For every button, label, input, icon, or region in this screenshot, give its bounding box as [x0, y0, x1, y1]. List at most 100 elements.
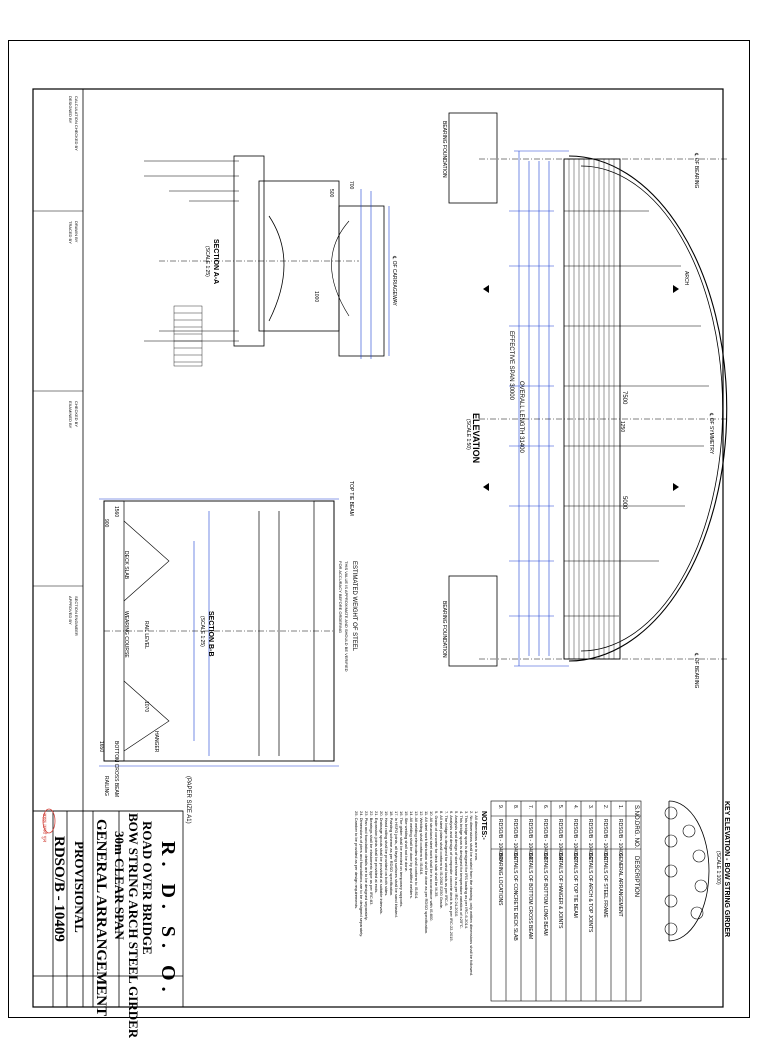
note-item: 2. No dimensions shall be scaled from th…	[469, 811, 474, 976]
signature-name: EXAMINED BY	[68, 401, 73, 429]
elevation-view	[448, 112, 729, 667]
label-dim-7500: 7500	[621, 391, 627, 405]
section-aa-scale: (SCALE 1:25)	[204, 246, 210, 277]
drawing-list-header-description: DESCRIPTION	[633, 856, 639, 898]
note-item: 24. Dimensions of piers and foundations …	[359, 811, 364, 938]
label-cl-bearing-bottom: ℄ OF BEARING	[693, 653, 699, 689]
drawing-list-row-drg: RDSO/B - 10409	[617, 819, 623, 857]
label-cl-carriageway: ℄ OF CARRIAGEWAY	[391, 256, 397, 306]
drawing-list-row: 7.	[527, 805, 533, 810]
key-elevation-scale: (SCALE 1:100)	[715, 851, 721, 885]
drawing-list-row-desc: GENERAL ARRANGEMENT	[617, 853, 623, 917]
drawing-sheet: ELEVATION (SCALE 1:50) SECTION A-A (SCAL…	[8, 40, 750, 1038]
left-abutment-bottom	[448, 575, 498, 667]
label-top-tie-beam: TOP TIE BEAM	[348, 481, 354, 516]
signature-role: SECTION ENGINEER	[74, 596, 79, 636]
label-railing: RAILING	[103, 776, 109, 797]
drawing-list-row: 6.	[542, 805, 548, 810]
drawing-list-row-desc: DETAILS OF STEEL FRAME	[602, 853, 608, 918]
section-bb-title: SECTION B-B	[207, 611, 214, 657]
elevation-scale: (SCALE 1:50)	[465, 419, 471, 450]
section-bb-scale: (SCALE 1:25)	[199, 616, 205, 647]
note-item: 1. All dimensions are in mm.	[474, 811, 479, 862]
section-aa-title: SECTION A-A	[212, 239, 219, 285]
drawing-canvas	[32, 88, 729, 1008]
arch-outer	[568, 155, 728, 662]
drawing-title: GENERAL ARRANGEMENT	[93, 819, 109, 1017]
drawing-list-row-desc: DETAILS OF HANGER & JOINTS	[557, 853, 563, 929]
label-dim-1250: 1250	[619, 421, 625, 433]
label-dim-1650: 1650	[98, 741, 104, 753]
drawing-list-row: 4.	[572, 805, 578, 810]
drawing-number: RDSO/B - 10409	[51, 836, 67, 942]
org-name: R. D. S. O.	[157, 841, 179, 998]
drawing-list-row-desc: DETAILS OF CONCRETE DECK SLAB	[512, 853, 518, 941]
deck-girder	[563, 158, 621, 660]
left-abutment-top	[448, 112, 498, 204]
label-bottom-cross-beam: BOTTOM CROSS BEAM	[113, 741, 119, 798]
drawing-list-row-desc: DETAILS OF TOP TIE BEAM	[572, 853, 578, 918]
note-item: 22. Bearings shall be elastomeric type a…	[369, 811, 374, 906]
hangers	[564, 210, 709, 617]
drawing-list-row-desc: DETAILS OF ARCH & TOP JOINTS	[587, 853, 593, 933]
note-item: 13. All welding electrodes shall conform…	[414, 811, 419, 900]
signature-name: APPROVED BY	[68, 596, 73, 625]
drawing-list-table	[490, 800, 642, 1002]
note-item: 6. Analysis and design of composite conc…	[449, 811, 454, 942]
note-item: 19. Hand railing shall be provided on bo…	[384, 811, 389, 897]
note-item: 10. All structural steel work shall be i…	[429, 811, 434, 922]
label-dim-1070: 1070	[143, 701, 149, 713]
drawing-list-row-desc: DETAILS OF BOTTOM CROSS BEAM	[527, 853, 533, 940]
label-dim-1560: 1560	[113, 506, 119, 518]
elevation-title: ELEVATION	[471, 413, 481, 464]
signature-name: TRACED BY	[68, 221, 73, 244]
aa-top-frame	[338, 205, 385, 357]
label-deck-slab: DECK SLAB	[123, 551, 129, 580]
note-item: 3. This bridge span is designed for IRS …	[464, 811, 469, 929]
note-item: 23. Plan and foundation details are to b…	[364, 811, 369, 921]
drawing-list-row: 9.	[497, 805, 503, 810]
note-item: 17. In HSFG joints, all faying surfaces …	[394, 811, 399, 918]
steel-weight-note1: THIS VALUE IS APPROXIMATE AND SHOULD BE …	[344, 561, 349, 672]
label-dim-500: 500	[328, 189, 334, 198]
note-item: 16. The girder shall be erected on tempo…	[399, 811, 404, 908]
drawing-list-row-desc: BEARING LOCATIONS	[497, 853, 503, 906]
title-line-3: 30m CLEAR SPAN	[112, 831, 127, 940]
note-item: 20. Drainage spouts shall be provided at…	[379, 811, 384, 915]
title-line-2: BOW STRING ARCH STEEL GIRDER	[126, 813, 141, 1038]
stamp-text: सड़क ऊपरी पुल	[41, 813, 47, 843]
label-cl-symmetry: ℄ OF SYMMETRY	[708, 413, 714, 455]
key-nodes	[664, 806, 708, 936]
drawing-border	[32, 88, 724, 1008]
note-item: 15. Site welding shall not be done.	[404, 811, 409, 872]
stamp	[42, 808, 56, 834]
drawing-list-row: 2.	[602, 805, 608, 810]
note-item: 14. All welding shall be done by qualifi…	[409, 811, 414, 899]
label-wearing-course: WEARING COURSE	[123, 611, 129, 658]
label-overall-length: OVERALL LENGTH 31400	[518, 381, 524, 453]
label-rail-level: RAIL LEVEL	[143, 621, 149, 649]
label-bearing-foundation-top: BEARING FOUNDATION	[441, 121, 447, 178]
signature-name: DESIGNED BY	[68, 96, 73, 124]
label-dim-5000: 5000	[621, 496, 627, 510]
drawing-list-row: 8.	[512, 805, 518, 810]
note-item: 9. Grade of concrete for deck slab shall…	[434, 811, 439, 898]
centre-lines	[479, 158, 729, 660]
elevation-dimensions	[509, 150, 569, 667]
title-line-1: ROAD OVER BRIDGE	[140, 821, 155, 955]
section-bb-view	[99, 498, 339, 767]
note-item: 11. All steel work fabrication shall be …	[424, 811, 429, 935]
label-dim-900: 900	[103, 519, 109, 528]
note-item: 21. Expansion joints shall be provided a…	[374, 811, 379, 894]
note-item: 5. Analysis and design of steel frame is…	[454, 811, 459, 918]
note-item: 8. All steel plates shall conform to IS:…	[439, 811, 444, 910]
key-elevation-title: KEY ELEVATION - BOW STRING GIRDER	[723, 801, 730, 938]
aa-pier	[233, 155, 265, 347]
steel-weight-note2: FOR ACCURACY BEFORE ORDERING	[338, 561, 343, 633]
note-item: 25. Camber to be provided as per design …	[354, 811, 359, 910]
note-item: 4. This bridge span is designed for temp…	[459, 811, 464, 929]
note-item: 7. The bridge is designed for wind loads…	[444, 811, 449, 907]
steel-weight-title: ESTIMATED WEIGHT OF STEEL	[351, 561, 357, 652]
title-block-frame	[32, 810, 184, 1008]
key-elevation-view	[664, 800, 710, 942]
